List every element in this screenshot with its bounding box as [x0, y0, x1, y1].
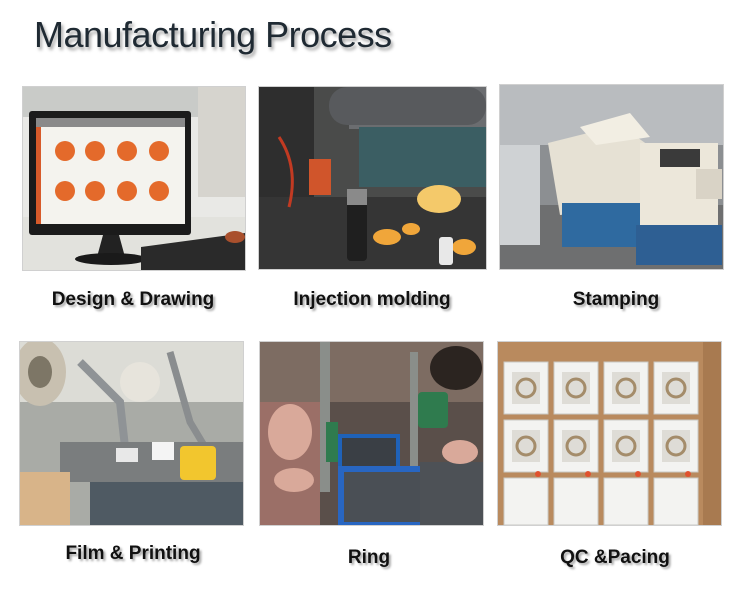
step-label-ring: Ring: [347, 547, 391, 568]
step-label-design-drawing: Design & Drawing: [51, 289, 215, 310]
photo-ring: [259, 341, 484, 526]
photo-design-drawing: [22, 86, 246, 271]
step-label-injection-molding: Injection molding: [293, 289, 451, 310]
photo-qc-packing: [497, 341, 722, 526]
photo-film-printing: [19, 341, 244, 526]
step-label-qc-packing: QC &Pacing: [560, 547, 670, 568]
photo-injection-molding: [258, 86, 487, 270]
page-title: Manufacturing Process: [34, 14, 392, 55]
step-label-film-printing: Film & Printing: [65, 543, 201, 564]
photo-stamping: [499, 84, 724, 270]
step-label-stamping: Stamping: [572, 289, 660, 310]
